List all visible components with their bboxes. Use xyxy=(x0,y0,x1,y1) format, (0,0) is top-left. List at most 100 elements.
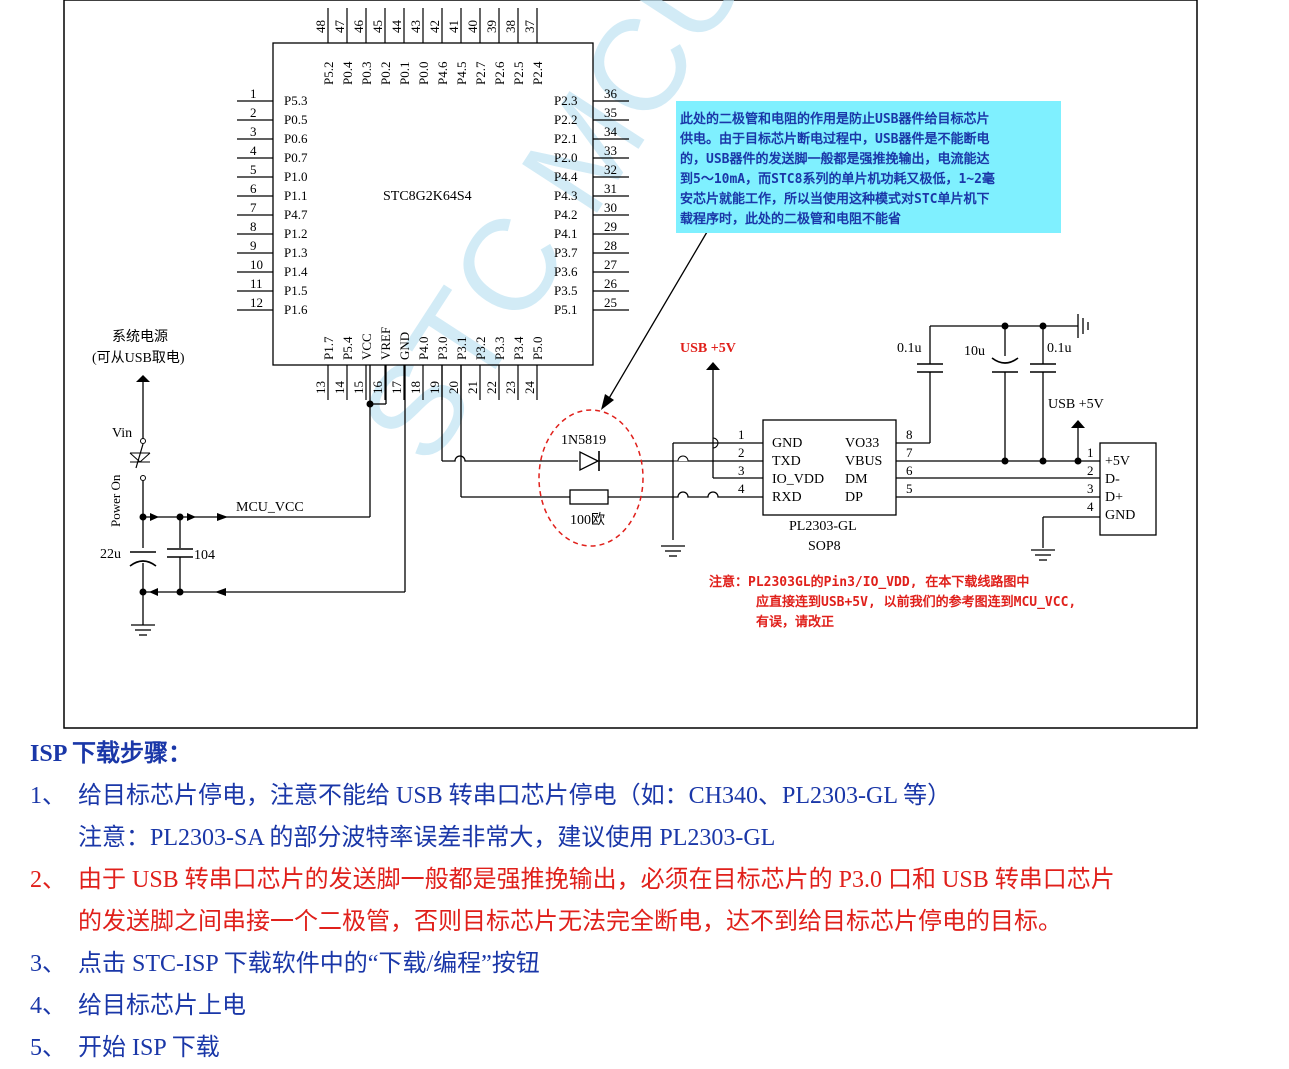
pin-number: 44 xyxy=(389,20,404,34)
pin-name: VO33 xyxy=(845,436,879,451)
step-item: 2、由于 USB 转串口芯片的发送脚一般都是强推挽输出，必须在目标芯片的 P3.… xyxy=(30,867,1115,893)
mcu-chip xyxy=(272,42,594,366)
resistor-label: 100欧 xyxy=(570,512,605,528)
pin-name: GND xyxy=(772,436,802,451)
pin-name: P4.4 xyxy=(554,169,578,184)
pin-number: 23 xyxy=(503,381,518,394)
warning-line: 有误，请改正 xyxy=(756,614,834,630)
note-line: 到5～10mA，而STC8系列的单片机功耗又极低，1~2毫 xyxy=(680,171,995,187)
pin-name: VCC xyxy=(359,333,374,360)
pin-name: P4.2 xyxy=(554,207,577,222)
schematic-frame xyxy=(63,0,1198,729)
pin-number: 17 xyxy=(389,381,404,395)
pin-name: P1.1 xyxy=(284,188,307,203)
pin-number: 21 xyxy=(465,381,480,394)
pin-name: P5.0 xyxy=(530,337,545,360)
note-line: 的，USB器件的发送脚一般都是强推挽输出，电流能达 xyxy=(680,151,989,167)
pin-name: P1.2 xyxy=(284,226,307,241)
note-line: 安芯片就能工作，所以当使用这种模式对STC单片机下 xyxy=(680,191,989,207)
pin-number: 10 xyxy=(250,257,263,272)
pin-number: 2 xyxy=(738,445,745,460)
step-item-continued: 的发送脚之间串接一个二极管，否则目标芯片无法完全断电，达不到给目标芯片停电的目标… xyxy=(78,909,1062,935)
step-item: 3、点击 STC-ISP 下载软件中的“下载/编程”按钮 xyxy=(30,951,540,977)
pin-number: 15 xyxy=(351,381,366,394)
pin-name: P0.5 xyxy=(284,112,307,127)
pin-number: 27 xyxy=(604,257,618,272)
highlight-ellipse xyxy=(538,409,644,547)
warning-line: 应直接连到USB+5V, 以前我们的参考图连到MCU_VCC, xyxy=(756,594,1076,610)
pin-number: 33 xyxy=(604,143,617,158)
pin-number: 30 xyxy=(604,200,617,215)
pin-name: P0.4 xyxy=(340,61,355,85)
note-line: 供电。由于目标芯片断电过程中，USB器件是不能断电 xyxy=(679,131,989,147)
pin-name: P3.4 xyxy=(511,336,526,360)
ground-symbol xyxy=(131,624,155,636)
pin-number: 12 xyxy=(250,295,263,310)
pin-name: D- xyxy=(1105,472,1120,487)
pin-name: VBUS xyxy=(845,454,882,469)
pin-number: 2 xyxy=(1087,463,1094,478)
pin-name: P3.3 xyxy=(492,337,507,360)
power-source-label: 系统电源 xyxy=(112,329,168,345)
pl2303-name: PL2303-GL xyxy=(789,519,857,534)
resistor-100 xyxy=(569,489,609,505)
pin-number: 45 xyxy=(370,20,385,33)
pin-number: 39 xyxy=(484,20,499,33)
step-item: 4、给目标芯片上电 xyxy=(30,993,246,1019)
cap-01u-a-label: 0.1u xyxy=(897,341,922,356)
pin-name: DM xyxy=(845,472,868,487)
pin-name: P1.6 xyxy=(284,302,308,317)
pin-number: 6 xyxy=(250,181,257,196)
pin-number: 20 xyxy=(446,381,461,394)
vin-label: Vin xyxy=(112,426,132,441)
mcu-chip-name: STC8G2K64S4 xyxy=(383,189,472,204)
pin-number: 13 xyxy=(313,381,328,394)
pin-number: 36 xyxy=(604,86,618,101)
pin-number: 22 xyxy=(484,381,499,394)
pin-number: 1 xyxy=(738,427,745,442)
power-switch xyxy=(129,443,151,469)
pin-name: P0.2 xyxy=(378,62,393,85)
pin-number: 43 xyxy=(408,20,423,33)
diode-label: 1N5819 xyxy=(561,433,606,448)
pin-name: TXD xyxy=(772,454,801,469)
power-on-label: Power On xyxy=(108,474,123,527)
pin-name: P3.1 xyxy=(454,337,469,360)
pl2303-package: SOP8 xyxy=(808,539,841,554)
pin-name: P4.7 xyxy=(284,207,308,222)
note-text: 此处的二极管和电阻的作用是防止USB器件给目标芯片供电。由于目标芯片断电过程中，… xyxy=(679,111,995,227)
pin-number: 34 xyxy=(604,124,618,139)
pin-number: 41 xyxy=(446,20,461,33)
pin-name: P2.2 xyxy=(554,112,577,127)
pin-name: P1.5 xyxy=(284,283,307,298)
pin-number: 37 xyxy=(522,20,537,34)
cap-01u-b-label: 0.1u xyxy=(1047,341,1072,356)
power-source-note: (可从USB取电) xyxy=(92,350,185,366)
usb-connector xyxy=(1099,442,1157,536)
pin-number: 28 xyxy=(604,238,617,253)
isp-steps: ISP 下载步骤： 1、给目标芯片停电，注意不能给 USB 转串口芯片停电（如：… xyxy=(30,733,1285,1069)
pin-name: P2.7 xyxy=(473,61,488,85)
pin-number: 5 xyxy=(906,481,913,496)
pin-name: RXD xyxy=(772,490,802,505)
note-line: 此处的二极管和电阻的作用是防止USB器件给目标芯片 xyxy=(680,111,989,127)
pl2303-warning-note: 注意：PL2303GL的Pin3/IO_VDD, 在本下载线路图中应直接连到US… xyxy=(709,574,1076,630)
pin-number: 7 xyxy=(906,445,913,460)
cap-22u-label: 22u xyxy=(100,547,121,562)
pin-name: P2.0 xyxy=(554,150,577,165)
pin-number: 18 xyxy=(408,381,423,394)
pin-name: P2.3 xyxy=(554,93,577,108)
pin-number: 16 xyxy=(370,381,385,395)
pin-number: 26 xyxy=(604,276,618,291)
step-item: 1、给目标芯片停电，注意不能给 USB 转串口芯片停电（如：CH340、PL23… xyxy=(30,783,952,809)
pin-name: P3.0 xyxy=(435,337,450,360)
pin-number: 5 xyxy=(250,162,257,177)
pin-number: 3 xyxy=(738,463,745,478)
pin-name: P0.7 xyxy=(284,150,308,165)
pin-name: P0.6 xyxy=(284,131,308,146)
pin-number: 31 xyxy=(604,181,617,196)
pin-name: P4.1 xyxy=(554,226,577,241)
pin-number: 25 xyxy=(604,295,617,310)
pin-name: +5V xyxy=(1105,454,1130,469)
